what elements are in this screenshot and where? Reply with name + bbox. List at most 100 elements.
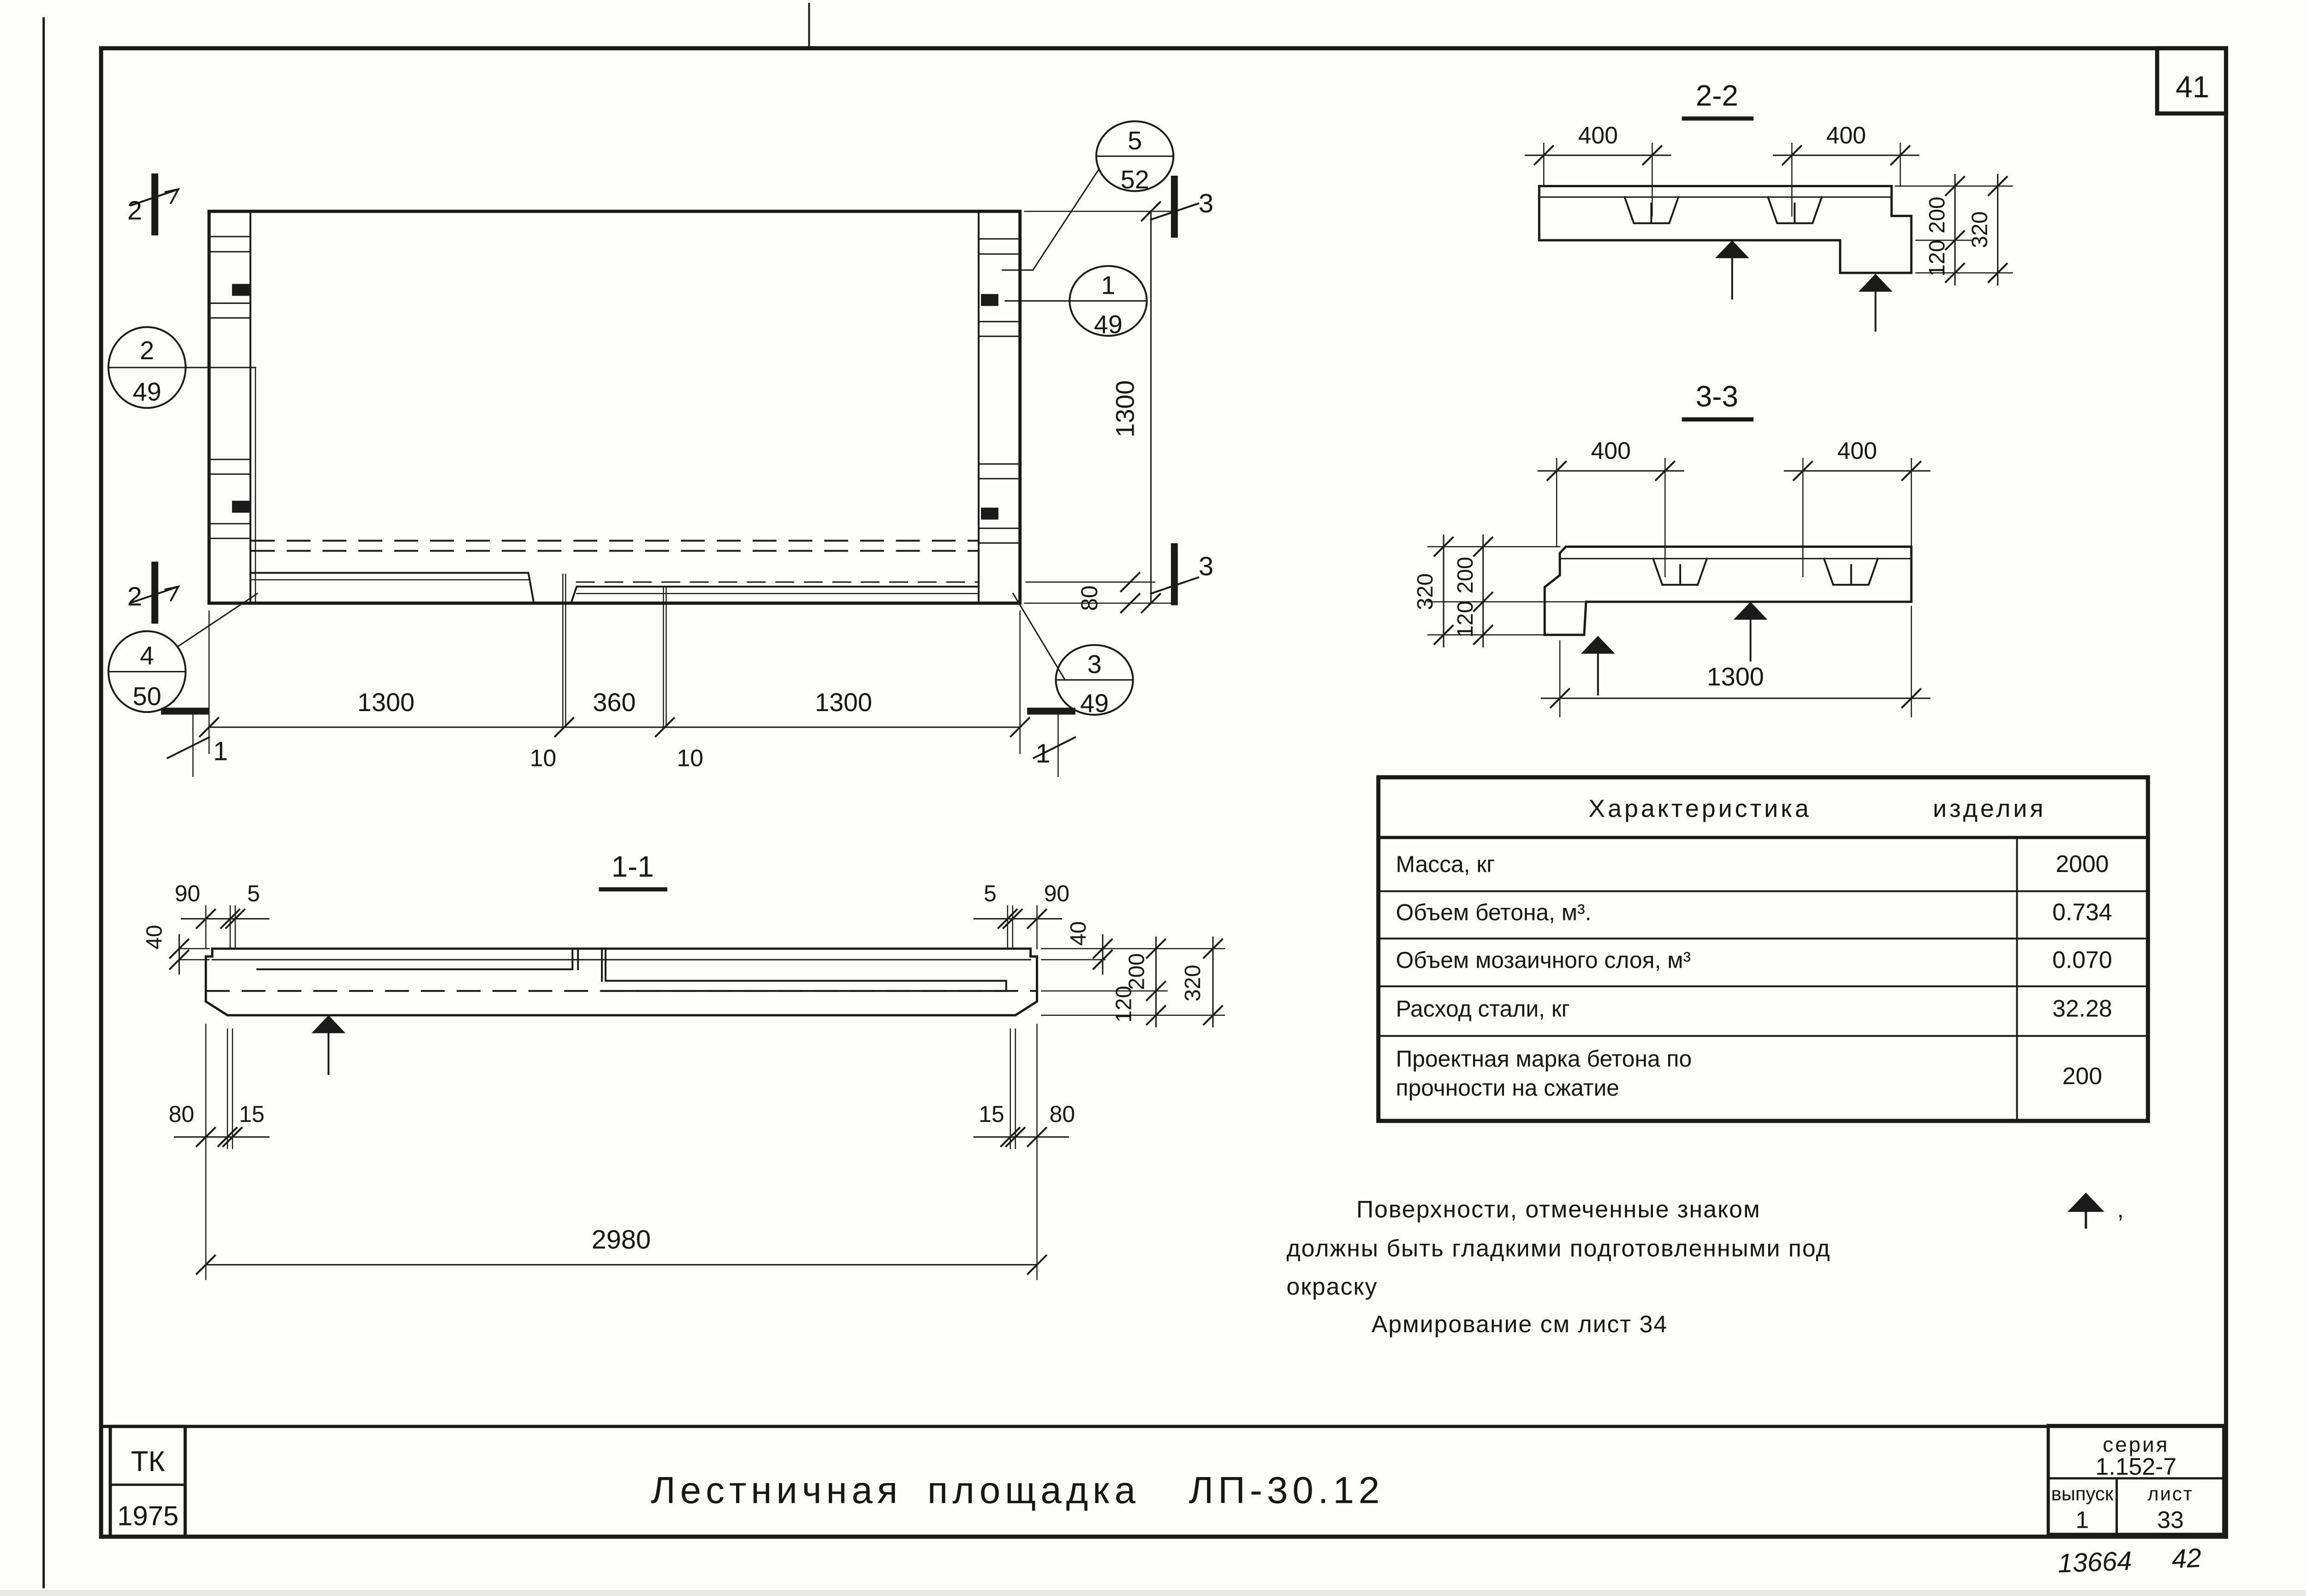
dim-s33-200: 200 [1453, 557, 1478, 593]
s33-top-extension-lines [1556, 457, 1912, 577]
note-line-4: Армирование см лист 34 [1372, 1311, 1668, 1337]
svg-text:3: 3 [1199, 189, 1213, 218]
svg-text:49: 49 [1080, 689, 1109, 718]
s33-left-dim-ticks [1433, 536, 1494, 646]
table-row-value: 200 [2062, 1062, 2102, 1089]
s11-left40-ticks [168, 938, 190, 970]
callout-2-49: 2 49 [107, 326, 256, 603]
dim-s22-120: 120 [1925, 240, 1949, 277]
plan-right-key-1 [981, 294, 998, 306]
s33-profile [1543, 546, 1913, 636]
dim-s11-5-tl: 5 [247, 881, 260, 907]
dim-s11-40-left: 40 [143, 925, 167, 949]
dim-plan-360: 360 [593, 688, 636, 717]
section-1-1-title: 1-1 [612, 850, 654, 883]
dim-s11-90-tr: 90 [1044, 881, 1070, 907]
s11-br-extension-lines [1010, 1024, 1038, 1280]
s33-finish-marks [1581, 602, 1768, 696]
s11-right-dim-lines [1102, 934, 1214, 1028]
plan-ledge-inner-lines [251, 579, 979, 594]
s11-left40-extension [178, 948, 210, 961]
s11-br-dim-ticks [999, 1126, 1048, 1148]
svg-text:3: 3 [1199, 552, 1213, 581]
s11-finish-mark [311, 1015, 346, 1075]
dim-s33-320: 320 [1413, 573, 1438, 610]
section-2-2-title: 2-2 [1696, 79, 1738, 112]
plan-view: 1300 360 1300 10 10 1300 80 2 2 3 [107, 120, 1213, 777]
dim-s11-80-br: 80 [1050, 1101, 1075, 1127]
table-row-label-line1: Проектная марка бетона по [1396, 1046, 1692, 1072]
stamp-top-label: ТК [131, 1446, 165, 1477]
plan-bottom-dim-ticks [198, 717, 1031, 738]
handwritten-number: 13664 [2057, 1546, 2133, 1578]
svg-text:5: 5 [1128, 126, 1142, 155]
table-row-value: 0.070 [2052, 946, 2112, 973]
svg-text:1: 1 [213, 737, 228, 766]
table-row-label: Масса, кг [1396, 851, 1495, 877]
sheet-number-box [2155, 46, 2229, 116]
svg-text:2: 2 [127, 196, 142, 225]
s11-recess-lines [256, 948, 1007, 992]
list-label: лист [2147, 1483, 2193, 1505]
title-block: серия 1.152-7 выпуск 1 лист 33 [2046, 1424, 2226, 1536]
dim-plan-1300-left: 1300 [357, 688, 415, 717]
table-row-label: Расход стали, кг [1396, 996, 1569, 1022]
footer: ТК 1975 Лестничная площадка ЛП-30.12 сер… [99, 1424, 2228, 1578]
s11-right-dim-ticks [1092, 938, 1224, 1026]
section-3-3: 3-3 400 400 320 200 120 1300 [1413, 380, 1931, 718]
s33-left-dim-lines [1443, 534, 1484, 648]
notes: Поверхности, отмеченные знаком , должны … [1286, 1193, 2124, 1337]
table-header-word1: Характеристика [1588, 795, 1812, 822]
plan-ledge-edges [250, 572, 979, 605]
plan-outline [207, 209, 1022, 605]
callout-1-49: 1 49 [1004, 265, 1148, 338]
sheet-frame: 41 [42, 2, 2229, 1589]
section-marker-3-top: 3 [1149, 176, 1213, 238]
characteristics-table: Характеристика изделия Масса, кг 2000 Об… [1376, 775, 2150, 1123]
dim-s11-320: 320 [1181, 965, 1205, 1002]
table-row-label: Объем мозаичного слоя, м³ [1396, 947, 1691, 973]
callout-5-52: 5 52 [1002, 120, 1175, 271]
plan-right-dim-ticks [1140, 201, 1162, 614]
callout-3-49: 3 49 [1012, 593, 1134, 718]
issue-label: выпуск [2051, 1483, 2114, 1505]
sheet-number: 41 [2175, 70, 2209, 104]
border-frame [99, 46, 2229, 1539]
s11-tr-dim-ticks [997, 908, 1048, 930]
drawing-title-word2: площадка [927, 1470, 1140, 1512]
s11-tr-extension-lines [1007, 905, 1038, 949]
plan-bottom-extension-lines [208, 574, 1021, 754]
section-marker-3-bottom: 3 [1149, 543, 1213, 605]
table-row-label: Объем бетона, м³. [1396, 899, 1591, 925]
svg-text:2: 2 [127, 582, 142, 611]
s11-bl-dim-ticks [195, 1126, 243, 1148]
svg-text:2: 2 [140, 336, 154, 365]
table-grid-lines [1377, 837, 2149, 1122]
table-border [1376, 775, 2150, 1123]
drawing-title-word1: Лестничная [651, 1470, 902, 1512]
dim-plan-80: 80 [1076, 585, 1102, 611]
s22-right-dim-ticks [1944, 175, 2009, 284]
section-marker-2-top: 2 [127, 173, 180, 236]
note-line-2: должны быть гладкими подготовленными под [1286, 1235, 1831, 1262]
plan-right-rib-ticks [978, 238, 1021, 544]
dim-s11-120: 120 [1112, 986, 1136, 1023]
table-row-label-line2: прочности на сжатие [1396, 1075, 1619, 1101]
dim-s11-90-tl: 90 [175, 881, 200, 907]
stamp-box [108, 1424, 187, 1538]
drawing-title-mark: ЛП-30.12 [1189, 1470, 1385, 1512]
s22-top-extension-lines [1543, 142, 1901, 217]
table-row-value: 2000 [2056, 850, 2109, 877]
svg-text:49: 49 [133, 378, 161, 406]
dim-s22-400-left: 400 [1578, 122, 1618, 148]
dim-s11-15-bl: 15 [239, 1101, 264, 1127]
section-2-2: 2-2 400 400 200 120 320 [1524, 79, 2013, 332]
series-value: 1.152-7 [2096, 1453, 2177, 1480]
dim-s11-2980: 2980 [592, 1225, 651, 1255]
dim-plan-1300-right: 1300 [815, 688, 872, 717]
plan-hidden-lines [250, 540, 979, 552]
s11-width-dim-ticks [195, 1254, 1048, 1276]
s11-profile [204, 947, 1038, 1017]
dim-plan-10-left: 10 [530, 745, 557, 771]
